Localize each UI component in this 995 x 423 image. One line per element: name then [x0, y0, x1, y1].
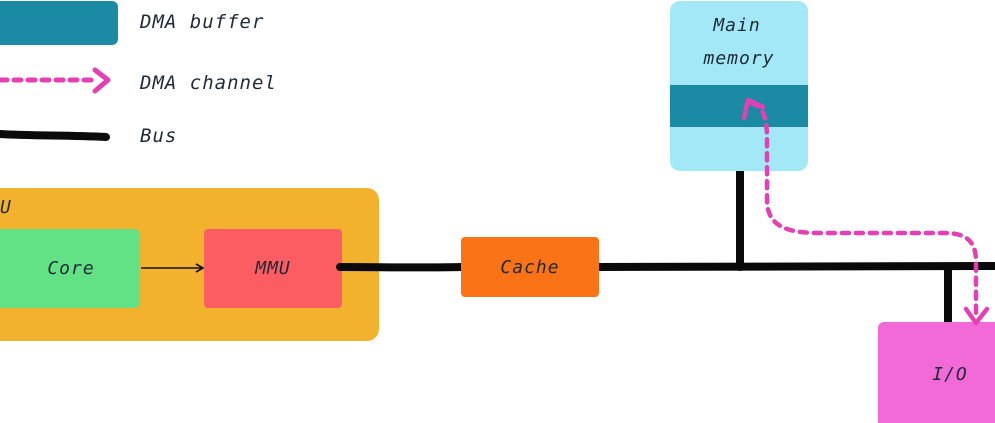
- main-memory-label-line1: Main: [712, 15, 760, 36]
- cache-label: Cache: [500, 257, 559, 278]
- cache-box: [461, 237, 599, 297]
- cpu-block: U Core MMU: [0, 188, 379, 341]
- dma-channel-arrowhead-memory: [741, 97, 766, 121]
- io-label: I/O: [932, 364, 968, 385]
- io-block: I/O: [878, 322, 995, 423]
- cache-block: Cache: [461, 237, 599, 297]
- io-box: [878, 322, 995, 423]
- main-memory-block: Main memory: [670, 1, 808, 171]
- legend-dma-channel-arrowhead: [92, 67, 111, 94]
- main-memory-label-line2: memory: [702, 48, 774, 69]
- legend-dma-channel-label: DMA channel: [139, 72, 277, 94]
- bus: [336, 166, 995, 326]
- legend-dma-buffer-label: DMA buffer: [139, 11, 264, 33]
- dma-channel-path: [749, 100, 979, 321]
- legend-bus-line: [0, 130, 110, 141]
- cpu-label: U: [0, 197, 12, 218]
- bus-main: [592, 262, 995, 271]
- legend: DMA buffer DMA channel Bus: [0, 1, 277, 147]
- mmu-label: MMU: [254, 258, 291, 279]
- dma-channel: [741, 97, 990, 326]
- core-box: [0, 229, 140, 308]
- dma-channel-arrowhead-io: [963, 306, 990, 326]
- legend-dma-buffer-swatch: [0, 1, 118, 45]
- mmu-box: [204, 229, 342, 308]
- main-memory-dma-buffer: [670, 85, 808, 127]
- legend-bus-label: Bus: [140, 125, 177, 147]
- core-label: Core: [47, 258, 94, 279]
